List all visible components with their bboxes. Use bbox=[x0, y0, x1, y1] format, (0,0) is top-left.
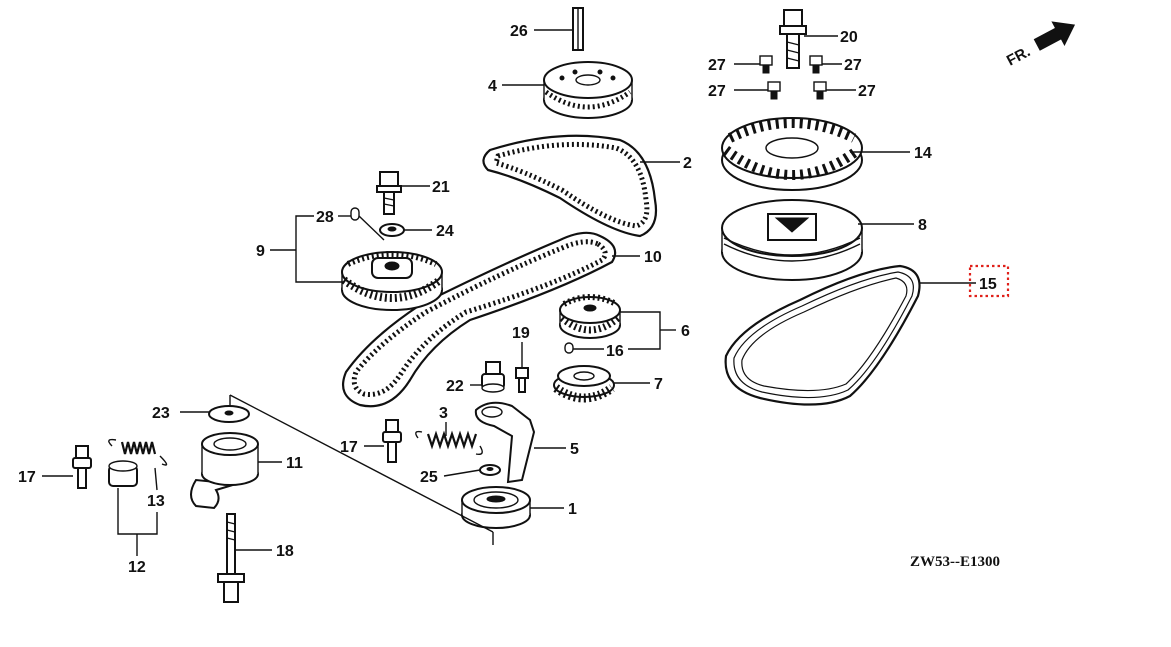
callout-27-bl[interactable]: 27 bbox=[708, 83, 726, 100]
callout-6[interactable]: 6 bbox=[681, 323, 690, 340]
part-8-driven-pulley[interactable] bbox=[721, 199, 863, 281]
part-22-stud[interactable] bbox=[481, 361, 505, 393]
part-20-bolt[interactable] bbox=[779, 9, 807, 69]
part-1-idler-pulley[interactable] bbox=[461, 486, 531, 529]
callout-9[interactable]: 9 bbox=[256, 243, 265, 260]
highlight-box-15 bbox=[968, 264, 1010, 298]
part-6-gear[interactable] bbox=[559, 294, 621, 339]
part-2-timing-belt[interactable] bbox=[482, 134, 658, 238]
part-9-camshaft-pulley[interactable] bbox=[341, 251, 443, 311]
callout-20[interactable]: 20 bbox=[840, 29, 858, 46]
callout-27-tr[interactable]: 27 bbox=[844, 57, 862, 74]
part-26-key[interactable] bbox=[572, 7, 584, 51]
callout-12[interactable]: 12 bbox=[128, 559, 146, 576]
callout-22[interactable]: 22 bbox=[446, 378, 464, 395]
part-11-tensioner-pulley[interactable] bbox=[190, 432, 259, 510]
front-direction-arrow: FR. bbox=[1004, 21, 1076, 70]
part-5-tensioner-arm[interactable] bbox=[474, 401, 536, 484]
callout-5[interactable]: 5 bbox=[570, 441, 579, 458]
callout-13[interactable]: 13 bbox=[147, 493, 165, 510]
callout-27-br[interactable]: 27 bbox=[858, 83, 876, 100]
part-17-bolt-left[interactable] bbox=[72, 445, 92, 489]
callout-1[interactable]: 1 bbox=[568, 501, 577, 518]
callout-21[interactable]: 21 bbox=[432, 179, 450, 196]
part-16-pin[interactable] bbox=[564, 342, 574, 354]
callout-25[interactable]: 25 bbox=[420, 469, 438, 486]
callout-4[interactable]: 4 bbox=[488, 78, 497, 95]
callout-labels: 26 4 2 20 27 27 27 27 14 8 15 21 28 24 9… bbox=[18, 23, 997, 576]
part-23-washer[interactable] bbox=[208, 405, 250, 423]
part-12-collar[interactable] bbox=[108, 460, 138, 487]
callout-28[interactable]: 28 bbox=[316, 209, 334, 226]
callout-19[interactable]: 19 bbox=[512, 325, 530, 342]
part-19-bolt[interactable] bbox=[515, 367, 529, 393]
part-3-spring[interactable] bbox=[415, 430, 483, 456]
part-7-gear[interactable] bbox=[553, 365, 615, 403]
callout-11[interactable]: 11 bbox=[286, 455, 303, 472]
callout-16[interactable]: 16 bbox=[606, 343, 624, 360]
part-28-pin[interactable] bbox=[350, 207, 360, 221]
callout-8[interactable]: 8 bbox=[918, 217, 927, 234]
part-4-pulley[interactable] bbox=[543, 61, 633, 119]
part-25-washer[interactable] bbox=[479, 464, 501, 476]
assembly-bracket bbox=[229, 394, 494, 545]
direction-label: FR. bbox=[1004, 43, 1033, 69]
callout-14[interactable]: 14 bbox=[914, 145, 932, 162]
part-15-v-belt[interactable] bbox=[724, 264, 921, 406]
drawing-code: ZW53--E1300 bbox=[910, 554, 1000, 570]
callout-7[interactable]: 7 bbox=[654, 376, 663, 393]
callout-10[interactable]: 10 bbox=[644, 249, 662, 266]
part-27-bolts[interactable] bbox=[759, 55, 827, 100]
part-17-bolt-center[interactable] bbox=[382, 419, 402, 463]
part-10-timing-belt[interactable] bbox=[342, 231, 617, 408]
callout-27-tl[interactable]: 27 bbox=[708, 57, 726, 74]
callout-24[interactable]: 24 bbox=[436, 223, 454, 240]
callout-26[interactable]: 26 bbox=[510, 23, 528, 40]
leader-lines bbox=[42, 29, 976, 556]
part-24-washer[interactable] bbox=[379, 223, 405, 237]
callout-18[interactable]: 18 bbox=[276, 543, 294, 560]
part-21-bolt[interactable] bbox=[376, 171, 402, 215]
callout-17-center[interactable]: 17 bbox=[340, 439, 358, 456]
part-18-long-bolt[interactable] bbox=[217, 513, 245, 603]
part-14-cooling-fan[interactable] bbox=[721, 117, 863, 191]
callout-3[interactable]: 3 bbox=[439, 405, 448, 422]
part-13-spring[interactable] bbox=[108, 438, 168, 466]
callout-2[interactable]: 2 bbox=[683, 155, 692, 172]
callout-23[interactable]: 23 bbox=[152, 405, 170, 422]
callout-17-left[interactable]: 17 bbox=[18, 469, 36, 486]
callout-15[interactable]: 15 bbox=[979, 276, 997, 293]
